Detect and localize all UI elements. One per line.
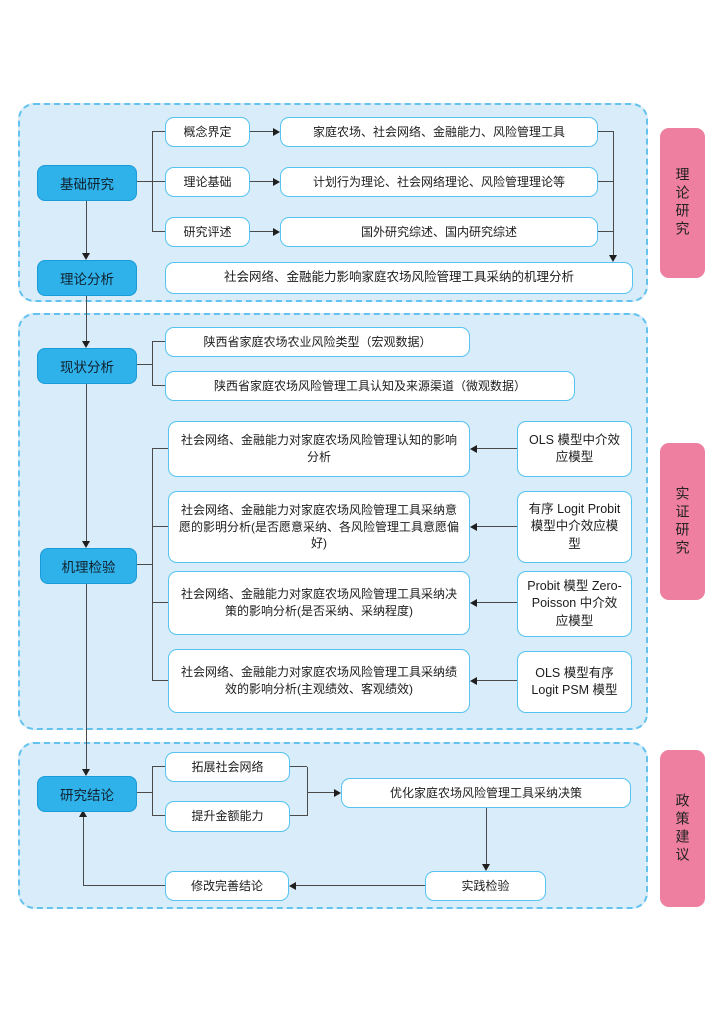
connector	[598, 131, 613, 133]
arrowhead-right	[273, 228, 280, 236]
section-policy-panel	[18, 742, 648, 909]
connector	[250, 231, 274, 233]
arrowhead-right	[334, 789, 341, 797]
connector	[152, 680, 168, 682]
connector	[486, 808, 488, 864]
connector	[152, 767, 154, 816]
arrowhead-down	[82, 541, 90, 548]
arrowhead-down	[82, 341, 90, 348]
box-analysis-performance: 社会网络、金融能力对家庭农场风险管理工具采纳绩效的影响分析(主观绩效、客观绩效)	[168, 649, 470, 713]
connector	[86, 582, 88, 769]
connector	[598, 181, 613, 183]
connector	[477, 448, 517, 450]
connector	[598, 231, 613, 233]
connector	[477, 526, 517, 528]
arrowhead-left	[470, 523, 477, 531]
connector	[135, 364, 152, 366]
connector	[477, 602, 517, 604]
connector	[152, 449, 154, 681]
box-theory-content: 计划行为理论、社会网络理论、风险管理理论等	[280, 167, 598, 197]
connector	[250, 181, 274, 183]
side-label-theory: 理论研究	[660, 128, 705, 278]
connector	[152, 132, 154, 232]
box-model-probit-poisson: Probit 模型 Zero-Poisson 中介效应模型	[517, 571, 632, 637]
side-label-empirical: 实证研究	[660, 443, 705, 600]
connector	[135, 792, 152, 794]
box-practice-test: 实践检验	[425, 871, 546, 901]
connector	[152, 231, 165, 233]
connector	[290, 815, 307, 817]
box-research-review: 研究评述	[165, 217, 250, 247]
box-micro-data: 陕西省家庭农场风险管理工具认知及来源渠道（微观数据）	[165, 371, 575, 401]
node-status-analysis: 现状分析	[37, 348, 137, 384]
arrowhead-left	[289, 882, 296, 890]
connector	[152, 815, 165, 817]
connector	[152, 342, 154, 386]
box-model-ols-psm: OLS 模型有序 Logit PSM 模型	[517, 651, 632, 713]
arrowhead-right	[273, 178, 280, 186]
node-conclusion: 研究结论	[37, 776, 137, 812]
box-analysis-willingness: 社会网络、金融能力对家庭农场风险管理工具采纳意愿的影明分析(是否愿意采纳、各风险…	[168, 491, 470, 563]
connector	[307, 767, 309, 816]
arrowhead-left	[470, 599, 477, 607]
connector	[152, 766, 165, 768]
arrowhead-left	[470, 677, 477, 685]
connector	[290, 766, 307, 768]
box-optimize-decision: 优化家庭农场风险管理工具采纳决策	[341, 778, 631, 808]
box-mechanism-analysis: 社会网络、金融能力影响家庭农场风险管理工具采纳的机理分析	[165, 262, 633, 294]
box-theory-basis: 理论基础	[165, 167, 250, 197]
connector	[152, 526, 168, 528]
arrowhead-down	[82, 769, 90, 776]
box-revise-conclusion: 修改完善结论	[165, 871, 289, 901]
connector	[152, 385, 165, 387]
arrowhead-up	[79, 810, 87, 817]
node-foundation-research: 基础研究	[37, 165, 137, 201]
connector	[152, 341, 165, 343]
arrowhead-left	[470, 445, 477, 453]
connector	[307, 792, 334, 794]
box-macro-data: 陕西省家庭农场农业风险类型（宏观数据）	[165, 327, 470, 357]
box-model-ordered-logit: 有序 Logit Probit 模型中介效应模型	[517, 491, 632, 563]
node-mechanism-test: 机理检验	[40, 548, 137, 584]
connector	[477, 680, 517, 682]
box-model-ols-mediation: OLS 模型中介效应模型	[517, 421, 632, 477]
connector	[83, 885, 165, 887]
box-improve-capability: 提升金额能力	[165, 801, 290, 832]
box-analysis-decision: 社会网络、金融能力对家庭农场风险管理工具采纳决策的影响分析(是否采纳、采纳程度)	[168, 571, 470, 635]
connector	[135, 564, 152, 566]
box-concept-content: 家庭农场、社会网络、金融能力、风险管理工具	[280, 117, 598, 147]
box-analysis-cognition: 社会网络、金融能力对家庭农场风险管理认知的影响分析	[168, 421, 470, 477]
connector	[613, 131, 615, 255]
connector	[86, 199, 88, 253]
connector	[152, 448, 168, 450]
connector	[152, 602, 168, 604]
box-concept-definition: 概念界定	[165, 117, 250, 147]
connector	[250, 131, 274, 133]
arrowhead-down	[609, 255, 617, 262]
arrowhead-down	[482, 864, 490, 871]
arrowhead-down	[82, 253, 90, 260]
connector	[296, 885, 425, 887]
side-label-policy: 政策建议	[660, 750, 705, 907]
connector	[152, 131, 165, 133]
connector	[86, 294, 88, 341]
connector	[135, 181, 165, 183]
node-theory-analysis: 理论分析	[37, 260, 137, 296]
connector	[83, 817, 85, 886]
box-review-content: 国外研究综述、国内研究综述	[280, 217, 598, 247]
arrowhead-right	[273, 128, 280, 136]
box-expand-network: 拓展社会网络	[165, 752, 290, 782]
connector	[86, 382, 88, 541]
